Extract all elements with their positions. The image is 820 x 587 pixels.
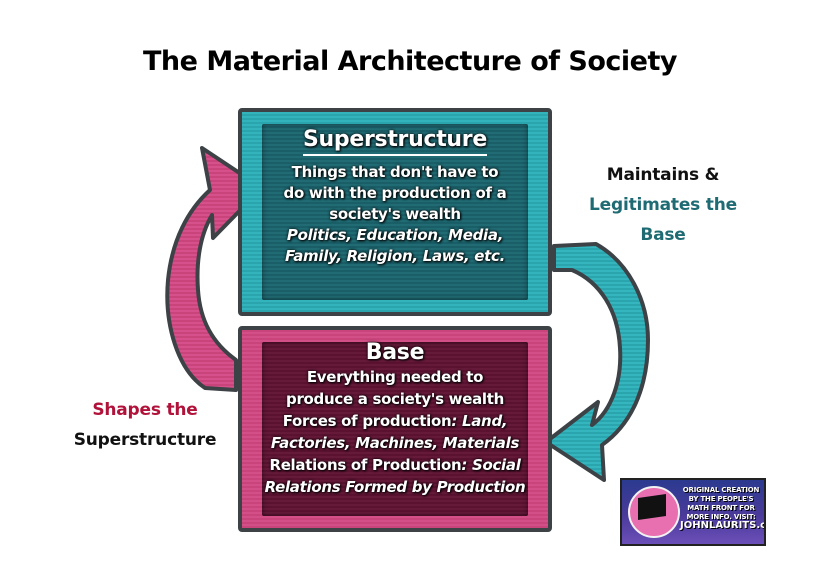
- maintains-label-line: Base: [640, 225, 686, 245]
- relations-items-line: Relations Formed by Production: [264, 478, 526, 496]
- shapes-label-line: Shapes the: [92, 400, 198, 420]
- superstructure-panel: [262, 124, 528, 300]
- base-box: Base Everything needed to produce a soci…: [238, 326, 552, 532]
- diagram-title: The Material Architecture of Society: [143, 46, 677, 77]
- relations-items: : Social: [461, 456, 521, 474]
- credit-text: ORIGINAL CREATION BY THE PEOPLE'S MATH F…: [682, 486, 760, 521]
- relations-of-production-line: Relations of Production: Social: [242, 454, 548, 476]
- forces-items: : Land,: [451, 412, 508, 430]
- base-heading: Base: [365, 340, 425, 365]
- relations-label: Relations of Production: [269, 456, 462, 474]
- forces-label: Forces of production: [282, 412, 452, 430]
- base-line: produce a society's wealth: [286, 390, 504, 408]
- superstructure-examples: Family, Religion, Laws, etc.: [284, 247, 506, 265]
- credit-badge: ORIGINAL CREATION BY THE PEOPLE'S MATH F…: [620, 478, 766, 546]
- superstructure-line: Things that don't have to: [291, 163, 499, 181]
- forces-items-line: Factories, Machines, Materials: [270, 434, 520, 452]
- maintains-label-line: Legitimates the: [589, 195, 737, 215]
- superstructure-examples: Politics, Education, Media,: [286, 226, 504, 244]
- maintains-label: Maintains & Legitimates the Base: [568, 160, 758, 250]
- forces-of-production-line: Forces of production: Land,: [242, 410, 548, 432]
- flag-icon: [638, 494, 666, 520]
- shapes-label: Shapes the Superstructure: [55, 395, 235, 455]
- maintains-label-line: Maintains &: [606, 165, 720, 185]
- base-panel: [262, 342, 528, 516]
- superstructure-heading: Superstructure: [303, 126, 487, 156]
- superstructure-box: Superstructure Things that don't have to…: [238, 108, 552, 316]
- maintains-arrow: [544, 242, 650, 482]
- shapes-label-line: Superstructure: [73, 430, 217, 450]
- superstructure-line: do with the production of a: [283, 184, 507, 202]
- credit-site-link[interactable]: JOHNLAURITS.com: [680, 520, 766, 531]
- superstructure-line: society's wealth: [329, 205, 461, 223]
- base-line: Everything needed to: [306, 368, 484, 386]
